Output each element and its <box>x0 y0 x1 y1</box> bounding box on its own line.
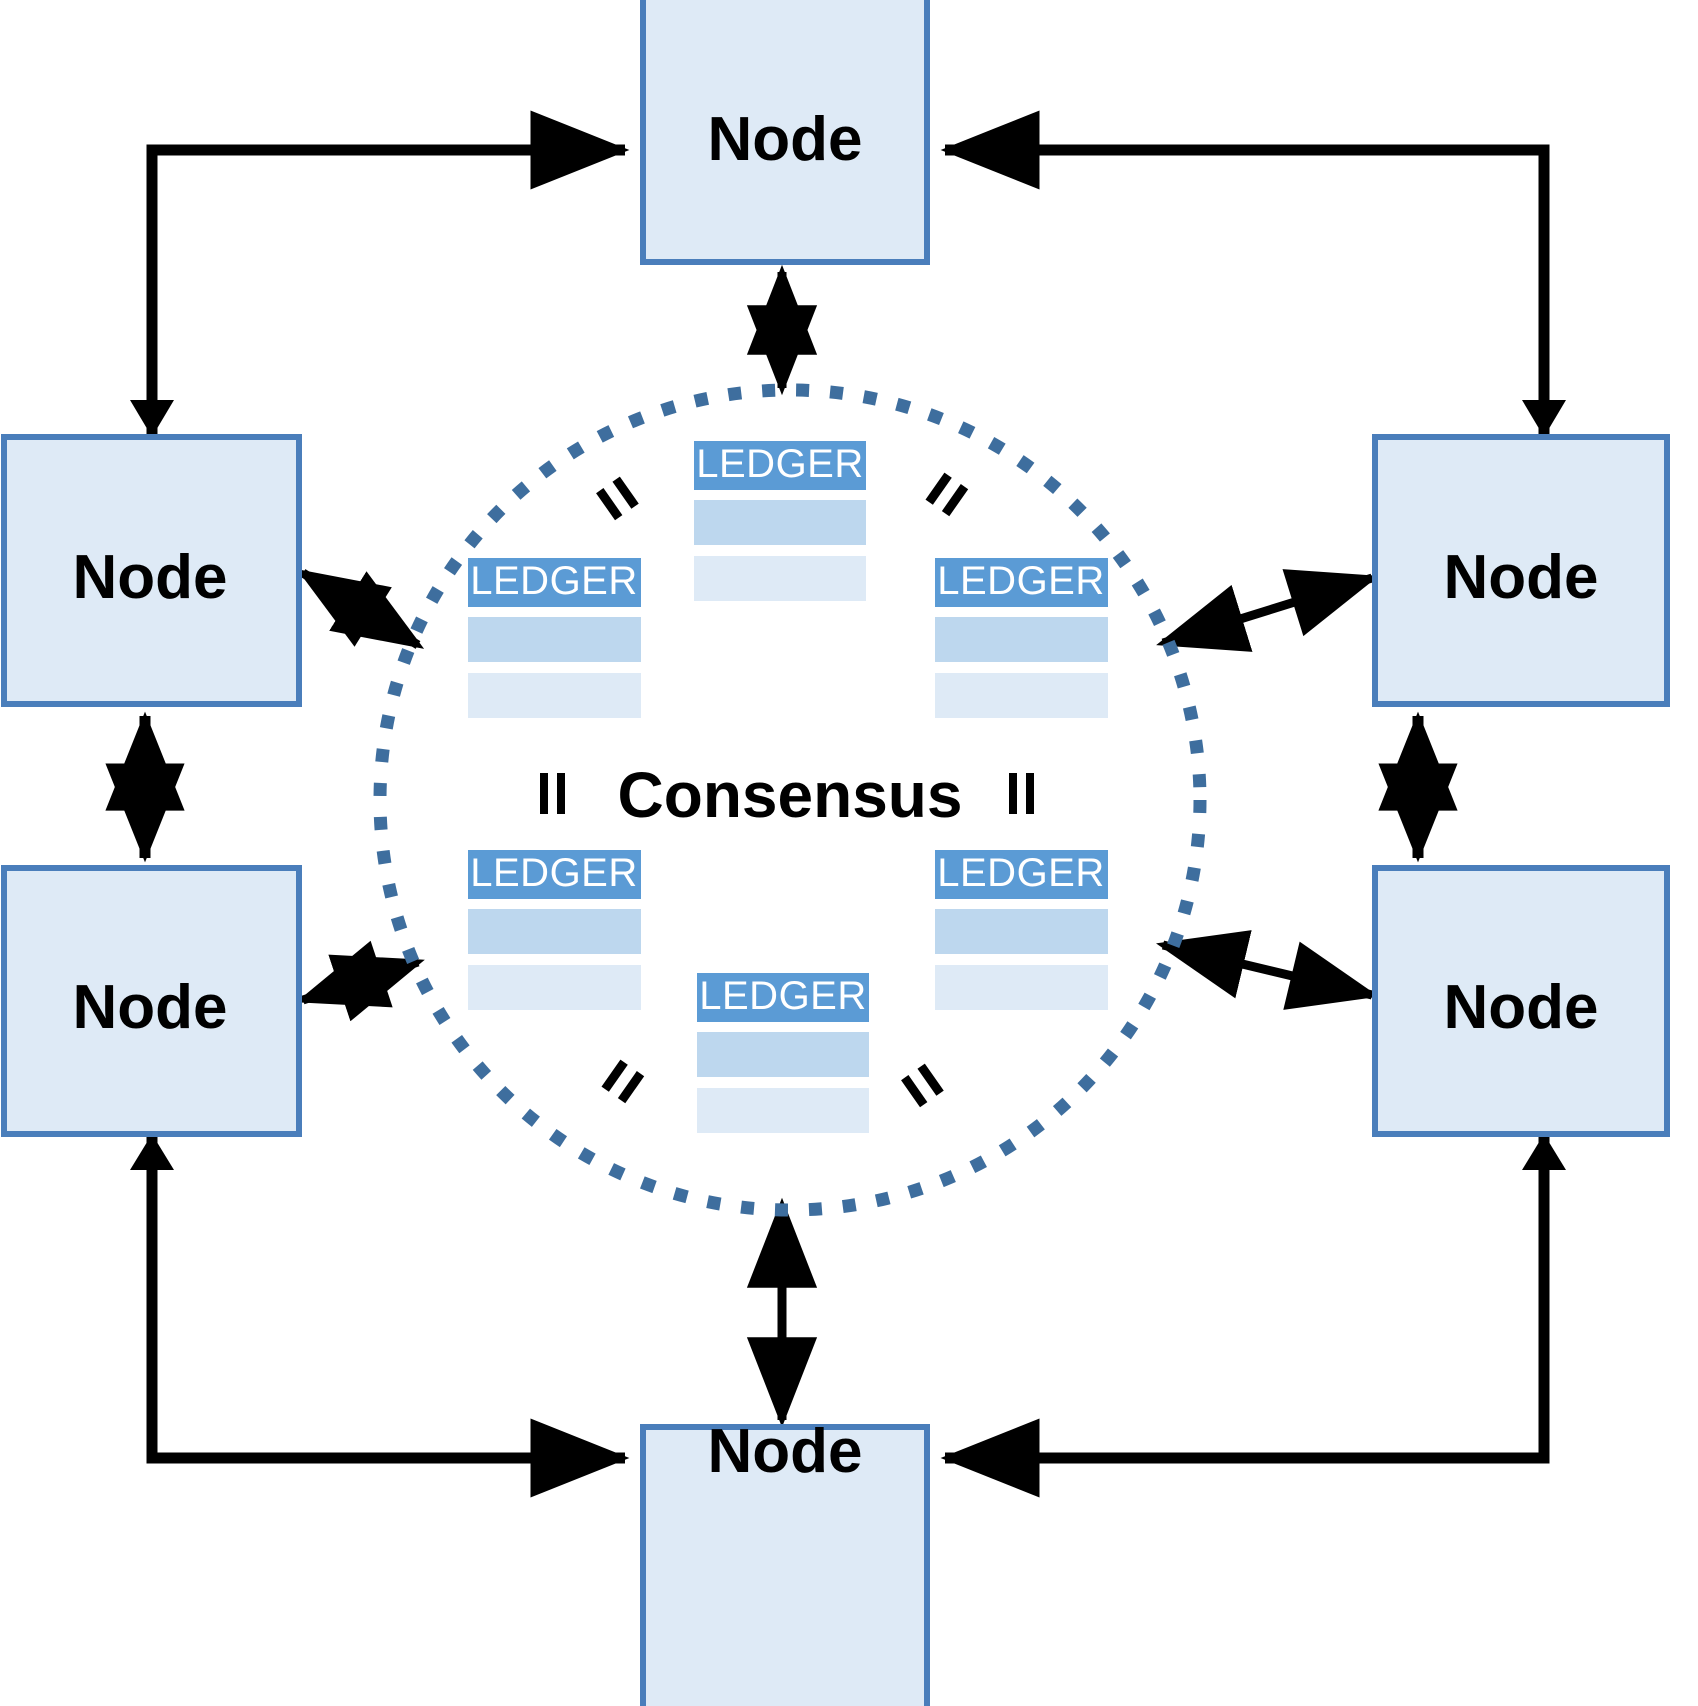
conn-left-upper-to-top-head <box>130 400 174 437</box>
ledger-lower-right-row-2 <box>935 965 1108 1010</box>
ledger-lower-left-header <box>468 850 641 899</box>
ledger-bottom-row-2 <box>697 1088 869 1133</box>
node-left-upper[interactable]: Node <box>1 434 302 707</box>
ledger-top-row-2 <box>694 556 866 601</box>
ledger-bottom-header <box>697 973 869 1022</box>
ledger-upper-right-label: LEDGER <box>937 559 1105 603</box>
ledger-top-row-1 <box>694 500 866 545</box>
equals-bottom-left-icon <box>601 1059 645 1104</box>
ledger-top-label: LEDGER <box>696 442 864 486</box>
equals-bottom-right-icon <box>901 1063 944 1108</box>
ledger-lower-right[interactable]: LEDGER <box>935 850 1108 1010</box>
ledger-upper-right[interactable]: LEDGER <box>935 558 1108 718</box>
ledger-lower-left-row-2 <box>468 965 641 1010</box>
ledger-top[interactable]: LEDGER <box>694 441 866 601</box>
node-left-lower-box[interactable] <box>1 865 302 1137</box>
ledger-lower-left-row-1 <box>468 909 641 954</box>
consensus-circle <box>373 383 1207 1217</box>
conn-right-upper-to-center <box>1156 569 1379 652</box>
node-bottom-box[interactable] <box>640 1424 930 1706</box>
ledger-bottom[interactable]: LEDGER <box>697 973 869 1133</box>
ledger-upper-right-row-1 <box>935 617 1108 662</box>
conn-left-lower-to-bottom <box>146 1134 630 1498</box>
node-right-upper[interactable]: Node <box>1372 434 1670 707</box>
ledger-lower-left[interactable]: LEDGER <box>468 850 641 1010</box>
ledger-upper-left-label: LEDGER <box>470 559 638 603</box>
ledger-upper-left[interactable]: LEDGER <box>468 558 641 718</box>
conn-left-upper-to-top <box>146 110 630 437</box>
conn-right-lower-to-center <box>1155 930 1380 1010</box>
conn-right-upper-to-top-head <box>1522 400 1566 437</box>
equals-mid-right-icon <box>1009 773 1034 814</box>
consensus-label: Consensus <box>618 759 963 831</box>
ledger-bottom-label: LEDGER <box>699 974 867 1018</box>
conn-left-upper-to-center <box>296 569 425 649</box>
ledger-lower-left-label: LEDGER <box>470 851 638 895</box>
conn-left-lower-to-center <box>296 940 425 1022</box>
equals-marks-layer <box>540 472 1034 1108</box>
connection-layer <box>105 110 1566 1498</box>
ledger-upper-right-header <box>935 558 1108 607</box>
ledger-top-header <box>694 441 866 490</box>
ledger-bottom-row-1 <box>697 1032 869 1077</box>
ledger-layer: LEDGER LEDGER LEDGER LEDGER <box>468 441 1108 1133</box>
ledger-lower-right-row-1 <box>935 909 1108 954</box>
node-right-upper-box[interactable] <box>1372 434 1670 707</box>
node-left-upper-box[interactable] <box>1 434 302 707</box>
conn-right-lower-to-bottom <box>940 1134 1550 1498</box>
ledger-upper-left-row-2 <box>468 673 641 718</box>
ledger-upper-left-header <box>468 558 641 607</box>
equals-mid-left-icon <box>540 773 565 814</box>
ledger-lower-right-header <box>935 850 1108 899</box>
equals-top-left-icon <box>596 476 639 521</box>
node-right-upper-label: Node <box>1444 543 1599 612</box>
conn-right-upper-to-top <box>940 110 1550 437</box>
conn-right-lower-to-bottom-head <box>1522 1134 1566 1170</box>
node-left-lower[interactable]: Node <box>1 865 302 1137</box>
node-left-lower-label: Node <box>73 973 228 1042</box>
node-top[interactable]: Node <box>640 0 930 265</box>
node-right-lower-label: Node <box>1444 973 1599 1042</box>
ledger-lower-right-label: LEDGER <box>937 851 1105 895</box>
node-top-box[interactable] <box>640 0 930 265</box>
node-right-lower[interactable]: Node <box>1372 865 1670 1137</box>
ledger-upper-left-row-1 <box>468 617 641 662</box>
node-top-label: Node <box>708 105 863 174</box>
node-right-lower-box[interactable] <box>1372 865 1670 1137</box>
node-left-upper-label: Node <box>73 543 228 612</box>
equals-top-right-icon <box>925 472 969 517</box>
node-bottom[interactable]: Node <box>640 1417 930 1706</box>
node-bottom-label: Node <box>708 1417 863 1486</box>
ledger-upper-right-row-2 <box>935 673 1108 718</box>
conn-left-lower-to-bottom-head <box>130 1134 174 1170</box>
